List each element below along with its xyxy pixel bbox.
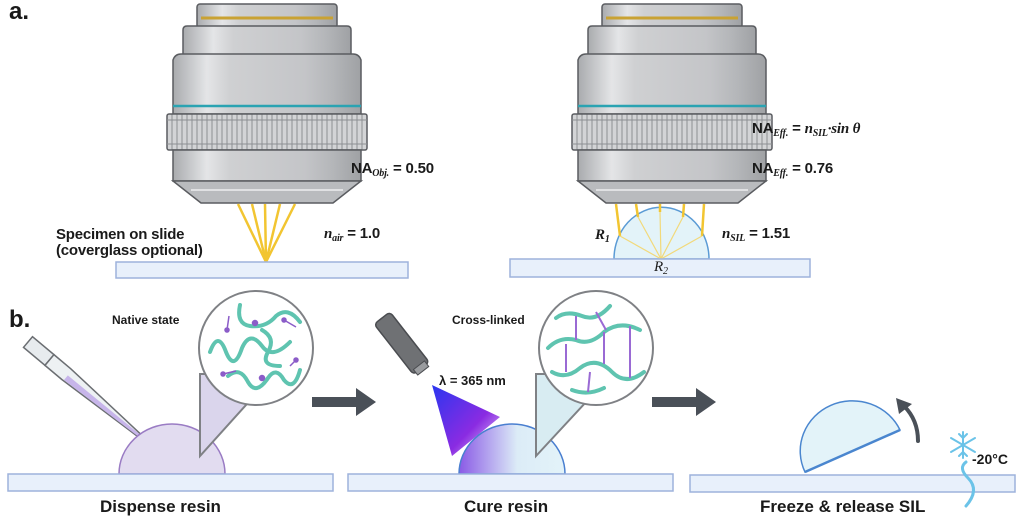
cold-flow-arrow bbox=[961, 460, 975, 508]
objective-lens-right bbox=[570, 2, 774, 205]
formula-equals: = bbox=[792, 120, 801, 137]
process-arrow-1 bbox=[312, 388, 376, 416]
r1-symbol: R bbox=[595, 227, 605, 243]
solid-immersion-lens bbox=[613, 206, 710, 260]
n-air-label: nair = 1.0 bbox=[324, 225, 380, 244]
formula-na-subscript: Eff. bbox=[773, 128, 789, 139]
specimen-label: Specimen on slide (coverglass optional) bbox=[56, 227, 203, 259]
pipette-icon bbox=[22, 335, 147, 442]
glass-slide-left bbox=[115, 261, 409, 279]
cross-linked-inset bbox=[538, 290, 654, 406]
release-arrow bbox=[902, 404, 920, 443]
formula-n: n bbox=[804, 121, 813, 137]
radius-r1-label: R1 bbox=[595, 226, 610, 245]
sil-flat-face bbox=[804, 428, 901, 474]
na-effective-value: NAEff. = 0.76 bbox=[752, 160, 833, 179]
radius-r2-label: R2 bbox=[654, 258, 668, 277]
n-value: = 1.0 bbox=[347, 225, 380, 242]
release-arrow-head bbox=[896, 398, 912, 414]
light-rays-in-sil bbox=[619, 211, 703, 260]
uv-light-beam bbox=[432, 385, 500, 456]
polymer-network-crosslinked bbox=[546, 304, 646, 395]
na-subscript: Obj. bbox=[372, 168, 389, 179]
n-sil-value: = 1.51 bbox=[749, 225, 791, 242]
glass-slide-step1 bbox=[7, 473, 334, 492]
n-symbol: n bbox=[324, 226, 333, 242]
r1-subscript: 1 bbox=[604, 234, 610, 245]
specimen-line-2: (coverglass optional) bbox=[56, 242, 203, 259]
glass-slide-step3 bbox=[689, 474, 1016, 493]
na-eff-symbol: NA bbox=[752, 160, 774, 177]
snowflake-icon bbox=[950, 431, 976, 459]
light-cone-right bbox=[614, 203, 706, 237]
n-subscript: air bbox=[332, 233, 344, 244]
formula-na: NA bbox=[752, 120, 774, 137]
n-sil-symbol: n bbox=[722, 226, 731, 242]
objective-lens-left bbox=[165, 2, 369, 205]
released-sil bbox=[799, 400, 902, 473]
glass-slide-right bbox=[509, 258, 811, 278]
process-arrow-2 bbox=[652, 388, 716, 416]
polymer-chains-native bbox=[208, 303, 302, 390]
na-objective-label: NAObj. = 0.50 bbox=[351, 160, 434, 179]
step-caption-dispense: Dispense resin bbox=[100, 497, 221, 516]
crosslinks bbox=[565, 311, 631, 393]
na-value: = 0.50 bbox=[392, 160, 434, 177]
panel-b-label: b. bbox=[9, 306, 31, 333]
specimen-line-1: Specimen on slide bbox=[56, 226, 185, 243]
r2-subscript: 2 bbox=[662, 266, 668, 277]
temperature-label: -20°C bbox=[972, 451, 1008, 467]
formula-sin-theta: ·sin θ bbox=[827, 121, 861, 137]
crosslinker-molecules bbox=[220, 315, 299, 382]
n-sil-label: nSIL = 1.51 bbox=[722, 225, 790, 244]
na-effective-formula: NAEff. = nSIL·sin θ bbox=[752, 120, 860, 139]
uv-wavelength-label: λ = 365 nm bbox=[439, 373, 506, 388]
panel-a-label: a. bbox=[9, 0, 30, 25]
na-symbol: NA bbox=[351, 160, 373, 177]
step-caption-freeze-release: Freeze & release SIL bbox=[760, 497, 926, 516]
uv-lamp-icon bbox=[374, 312, 430, 376]
n-sil-subscript: SIL bbox=[730, 233, 746, 244]
step-caption-cure: Cure resin bbox=[464, 497, 549, 516]
light-cone-left bbox=[236, 203, 297, 263]
r2-symbol: R bbox=[654, 259, 663, 275]
native-state-label: Native state bbox=[112, 313, 180, 327]
resin-droplet bbox=[118, 423, 226, 475]
cross-linked-label: Cross-linked bbox=[452, 313, 525, 327]
na-eff-subscript: Eff. bbox=[773, 168, 789, 179]
glass-slide-step2 bbox=[347, 473, 674, 492]
formula-n-subscript: SIL bbox=[812, 128, 828, 139]
na-eff-value: = 0.76 bbox=[792, 160, 834, 177]
